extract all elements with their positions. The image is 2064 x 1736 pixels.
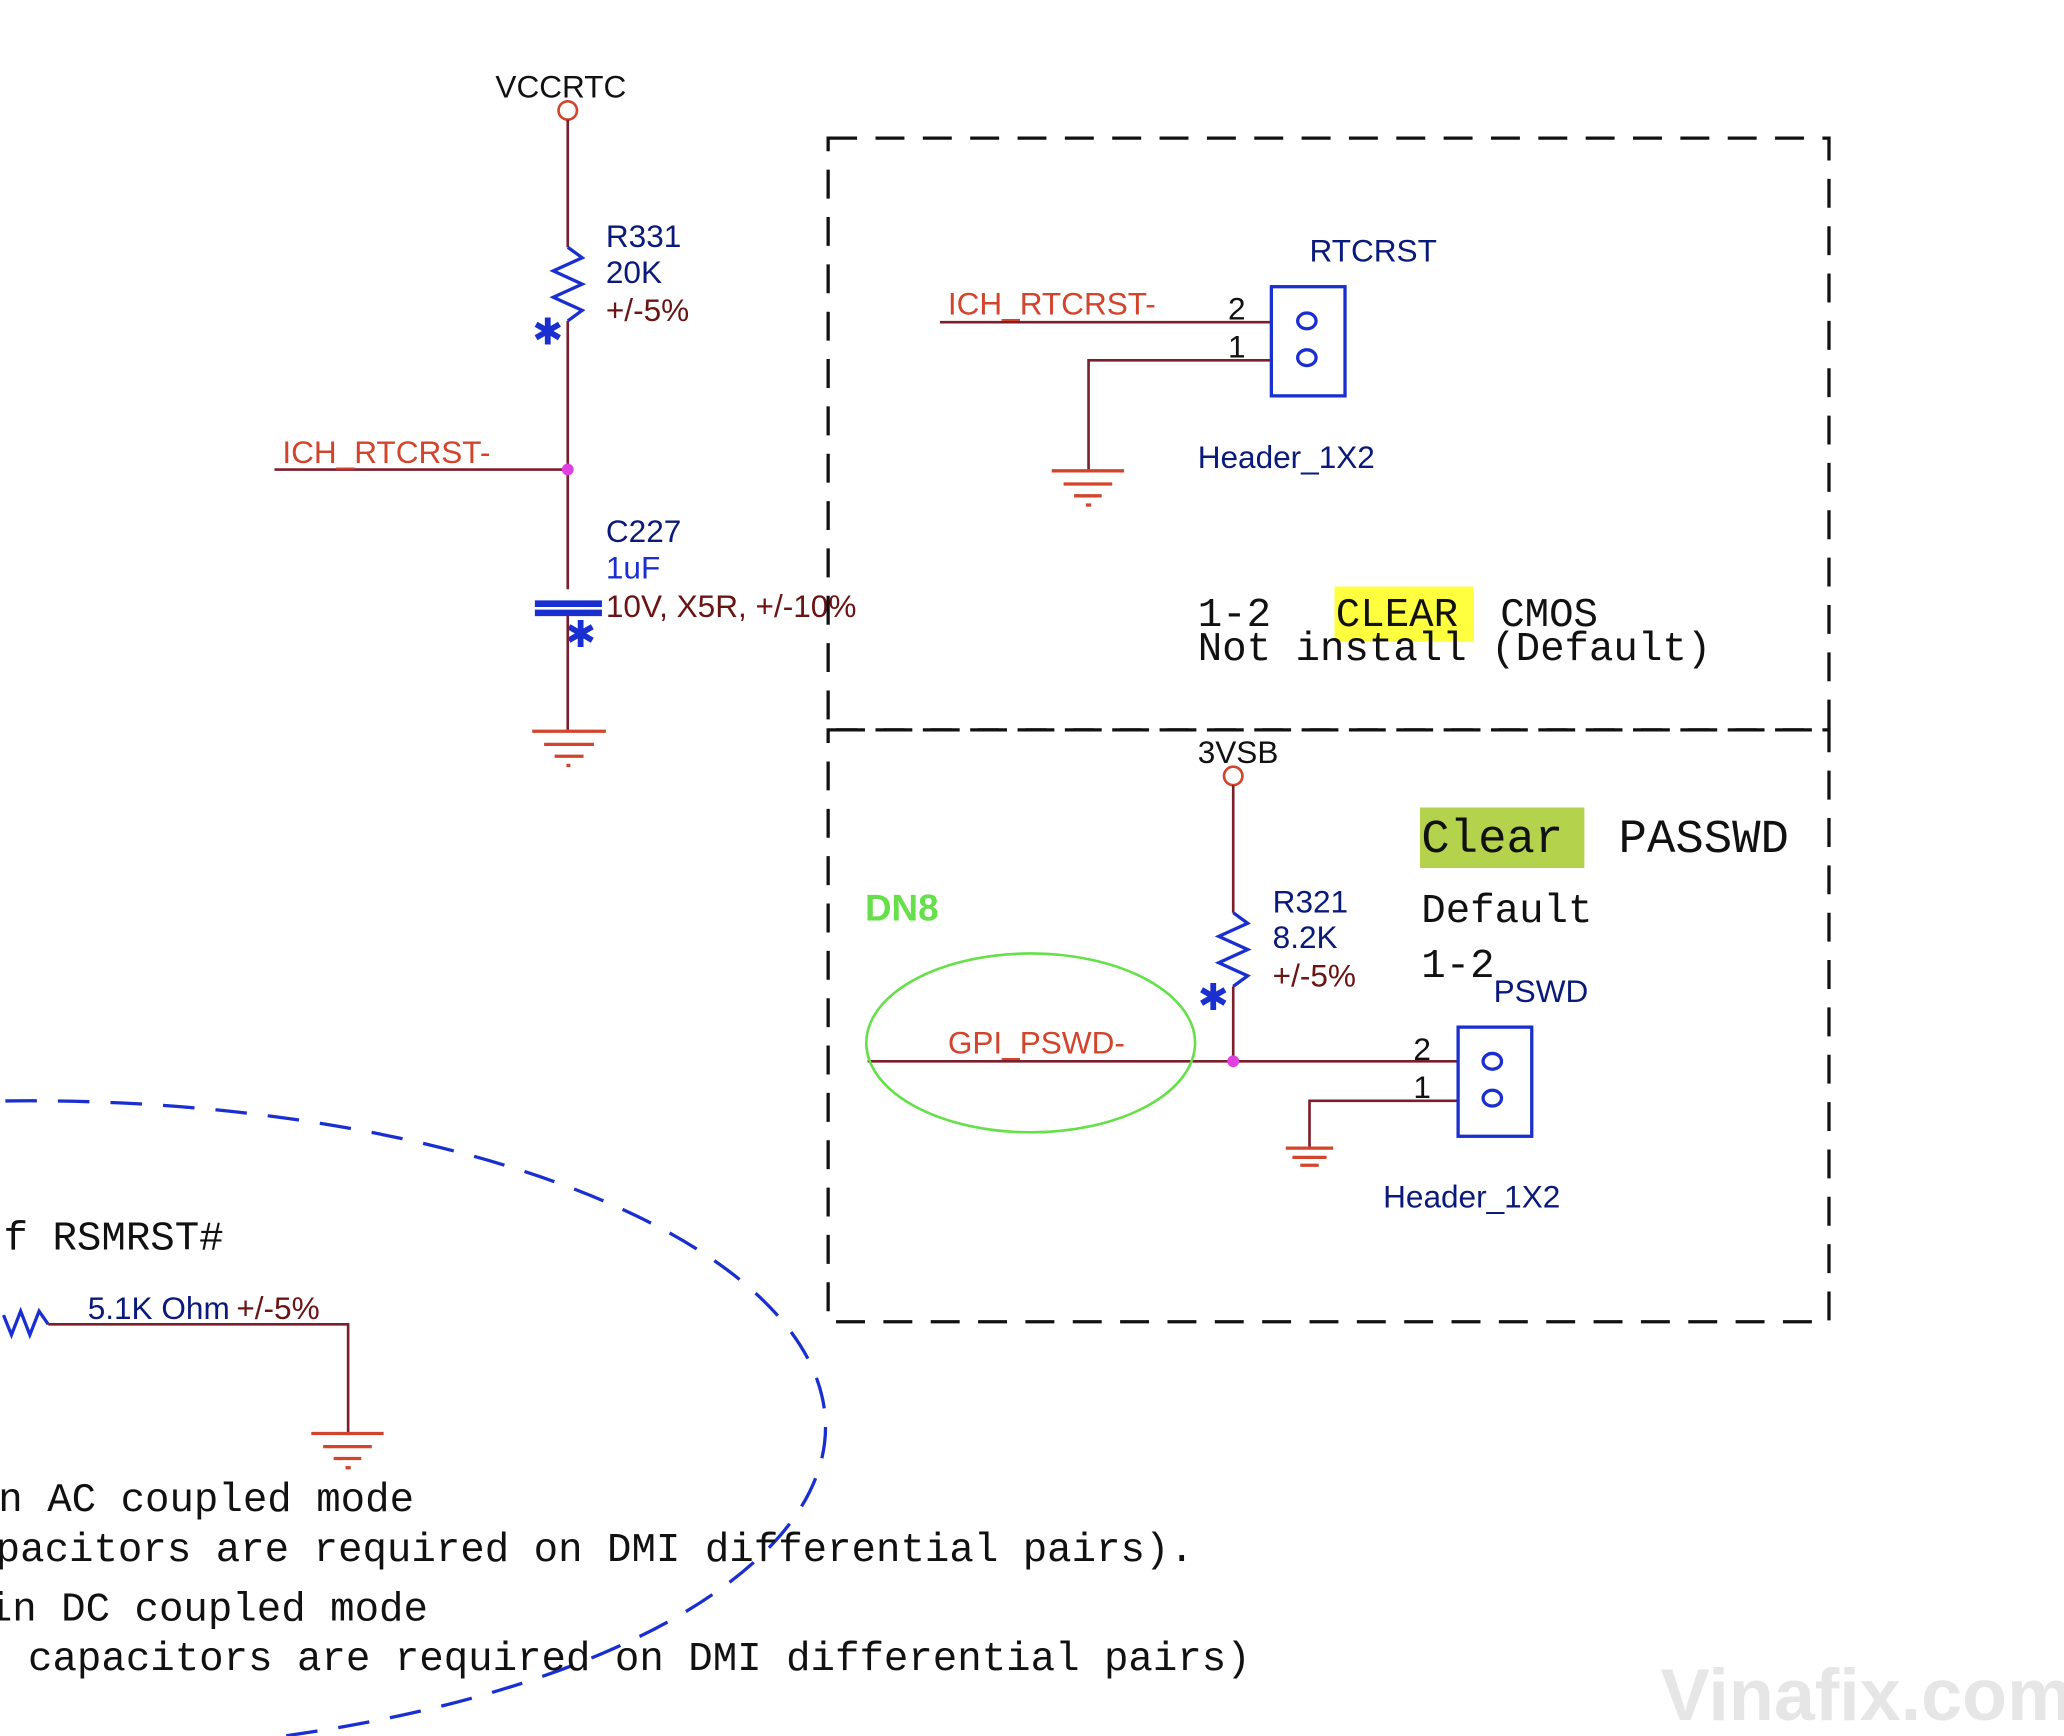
dmi-notes: f RSMRST# 5.1K Ohm +/-5% n AC coupled mo… xyxy=(0,1099,1251,1736)
ground-icon xyxy=(1051,469,1125,507)
note-line: pacitors are required on DMI differentia… xyxy=(0,1528,1194,1574)
pin-icon xyxy=(1481,1088,1504,1108)
ground-icon xyxy=(1285,1146,1334,1167)
rtcrst-note-suffix: CMOS xyxy=(1500,593,1598,639)
pin-2-label: 2 xyxy=(1413,1031,1431,1067)
junction-dot xyxy=(1227,1055,1240,1068)
pin-icon xyxy=(1481,1051,1504,1071)
rtcrst-jumper: RTCRST ICH_RTCRST- 2 1 Header_1X2 1-2 CL… xyxy=(939,233,1712,673)
highlight-ellipse xyxy=(864,952,1197,1134)
ground-icon xyxy=(532,729,606,768)
rtcrst-note-highlight: CLEAR xyxy=(1336,593,1458,639)
pswd-jumper-box xyxy=(826,728,1831,1324)
pin-1-label: 1 xyxy=(1228,329,1246,365)
rsmrst-note: f RSMRST# xyxy=(4,1216,224,1262)
wire xyxy=(1308,1099,1459,1147)
r331-ref: R331 xyxy=(606,218,681,254)
pin-icon xyxy=(1296,311,1318,331)
note-line: n AC coupled mode xyxy=(0,1478,414,1524)
c227-ref: C227 xyxy=(606,513,681,549)
no-erc-marker-icon: ✱ xyxy=(532,312,563,353)
r331-value: 20K xyxy=(606,254,662,290)
pin-1-label: 1 xyxy=(1413,1069,1431,1105)
r321-value: 8.2K xyxy=(1273,919,1338,955)
pswd-note-highlight: Clear xyxy=(1421,814,1563,867)
no-erc-marker-icon: ✱ xyxy=(565,614,596,655)
resistor-icon xyxy=(549,245,587,323)
3vsb-label: 3VSB xyxy=(1198,734,1279,770)
watermark: Vinafix.com xyxy=(1661,1653,2064,1736)
pswd-note-line3: 1-2 xyxy=(1421,944,1494,990)
dn8-annotation: DN8 xyxy=(865,888,939,929)
clear-highlight xyxy=(1419,807,1585,868)
header-connector-icon xyxy=(1269,285,1347,398)
clear-highlight xyxy=(1334,586,1474,642)
rtcrst-ref: RTCRST xyxy=(1309,233,1436,269)
resistor-value: 5.1K Ohm xyxy=(88,1290,230,1326)
pswd-footprint: Header_1X2 xyxy=(1383,1178,1560,1214)
wire xyxy=(48,1323,350,1434)
net-label-ich-rtcrst: ICH_RTCRST- xyxy=(948,285,1156,321)
net-label-gpi-pswd: GPI_PSWD- xyxy=(948,1024,1125,1060)
no-erc-marker-icon: ✱ xyxy=(1198,977,1229,1018)
resistor-icon xyxy=(2,1306,50,1340)
ground-icon xyxy=(311,1431,384,1470)
pswd-note-suffix: PASSWD xyxy=(1619,814,1789,867)
rtcrst-note-line2: Not install (Default) xyxy=(1198,627,1712,673)
c227-rating: 10V, X5R, +/-10% xyxy=(606,588,857,624)
r321-ref: R321 xyxy=(1273,884,1348,920)
r331-tolerance: +/-5% xyxy=(606,292,689,328)
vccrtc-label: VCCRTC xyxy=(495,68,626,104)
pin-2-label: 2 xyxy=(1228,291,1246,327)
pswd-note-line2: Default xyxy=(1421,889,1592,935)
resistor-tolerance: +/-5% xyxy=(236,1290,319,1326)
pswd-ref: PSWD xyxy=(1494,973,1589,1009)
r321-tolerance: +/-5% xyxy=(1273,957,1356,993)
resistor-icon xyxy=(1214,911,1252,988)
wire xyxy=(1087,359,1272,470)
dashed-ellipse xyxy=(0,1099,827,1736)
pswd-jumper: 3VSB ✱ R321 8.2K +/-5% DN8 GPI_PSWD- Cle… xyxy=(864,734,1789,1214)
header-connector-icon xyxy=(1456,1025,1534,1138)
c227-value: 1uF xyxy=(606,550,660,586)
rtcrst-footprint: Header_1X2 xyxy=(1198,439,1375,475)
junction-dot xyxy=(561,463,574,476)
pin-icon xyxy=(1296,348,1318,368)
note-line: in DC coupled mode xyxy=(0,1587,428,1633)
net-label-ich-rtcrst: ICH_RTCRST- xyxy=(282,434,490,470)
rtc-circuit: VCCRTC ✱ R331 20K +/-5% ICH_RTCRST- C227… xyxy=(274,68,857,768)
note-line: capacitors are required on DMI different… xyxy=(4,1637,1251,1683)
capacitor-icon xyxy=(534,600,602,617)
rtcrst-note-prefix: 1-2 xyxy=(1198,593,1271,639)
